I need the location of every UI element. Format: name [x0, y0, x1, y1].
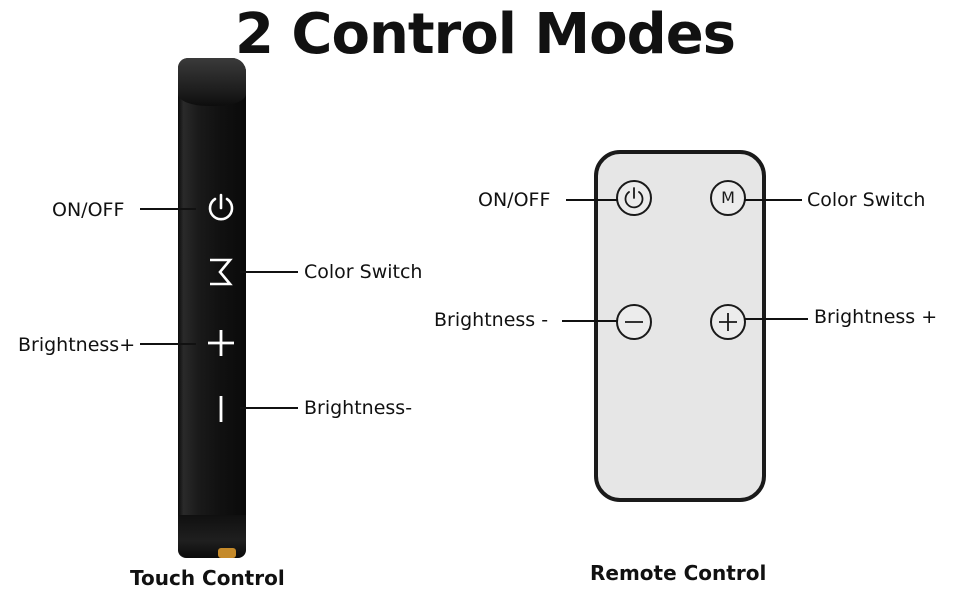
touch-m-icon[interactable]: [205, 257, 235, 287]
remote-mode-button[interactable]: M: [710, 180, 746, 216]
touch-label-brightness-minus: Brightness-: [304, 397, 413, 419]
remote-brightness-minus-leader: [562, 320, 618, 322]
minus-icon: [625, 321, 643, 323]
touch-color-switch-leader: [240, 271, 298, 273]
power-icon: [624, 187, 644, 209]
touch-power-icon[interactable]: [204, 190, 238, 224]
remote-label-brightness-minus: Brightness -: [434, 309, 549, 331]
touch-label-brightness-plus: Brightness+: [18, 334, 136, 356]
indicator-light: [218, 548, 236, 558]
touch-on-off-leader: [140, 208, 196, 210]
touch-control-caption: Touch Control: [130, 566, 285, 590]
touch-label-on-off: ON/OFF: [52, 199, 125, 221]
touch-plus-icon[interactable]: [206, 328, 236, 358]
touch-minus-icon[interactable]: [206, 394, 236, 424]
m-label: M: [721, 188, 735, 207]
remote-label-brightness-plus: Brightness +: [814, 306, 938, 328]
remote-label-on-off: ON/OFF: [478, 189, 551, 211]
remote-control-caption: Remote Control: [590, 561, 767, 585]
touch-label-color-switch: Color Switch: [304, 261, 423, 283]
touch-brightness-plus-leader: [140, 343, 196, 345]
touch-brightness-minus-leader: [240, 407, 298, 409]
remote-control: M: [594, 150, 766, 502]
remote-label-color-switch: Color Switch: [807, 189, 926, 211]
remote-power-button[interactable]: [616, 180, 652, 216]
remote-brightness-plus-leader: [744, 318, 808, 320]
page-title: 2 Control Modes: [234, 2, 736, 67]
remote-plus-button[interactable]: [710, 304, 746, 340]
touch-bar: [178, 58, 246, 558]
remote-minus-button[interactable]: [616, 304, 652, 340]
plus-icon: [719, 313, 737, 331]
touch-bar-top: [178, 58, 246, 106]
remote-on-off-leader: [566, 199, 618, 201]
remote-color-switch-leader: [744, 199, 802, 201]
